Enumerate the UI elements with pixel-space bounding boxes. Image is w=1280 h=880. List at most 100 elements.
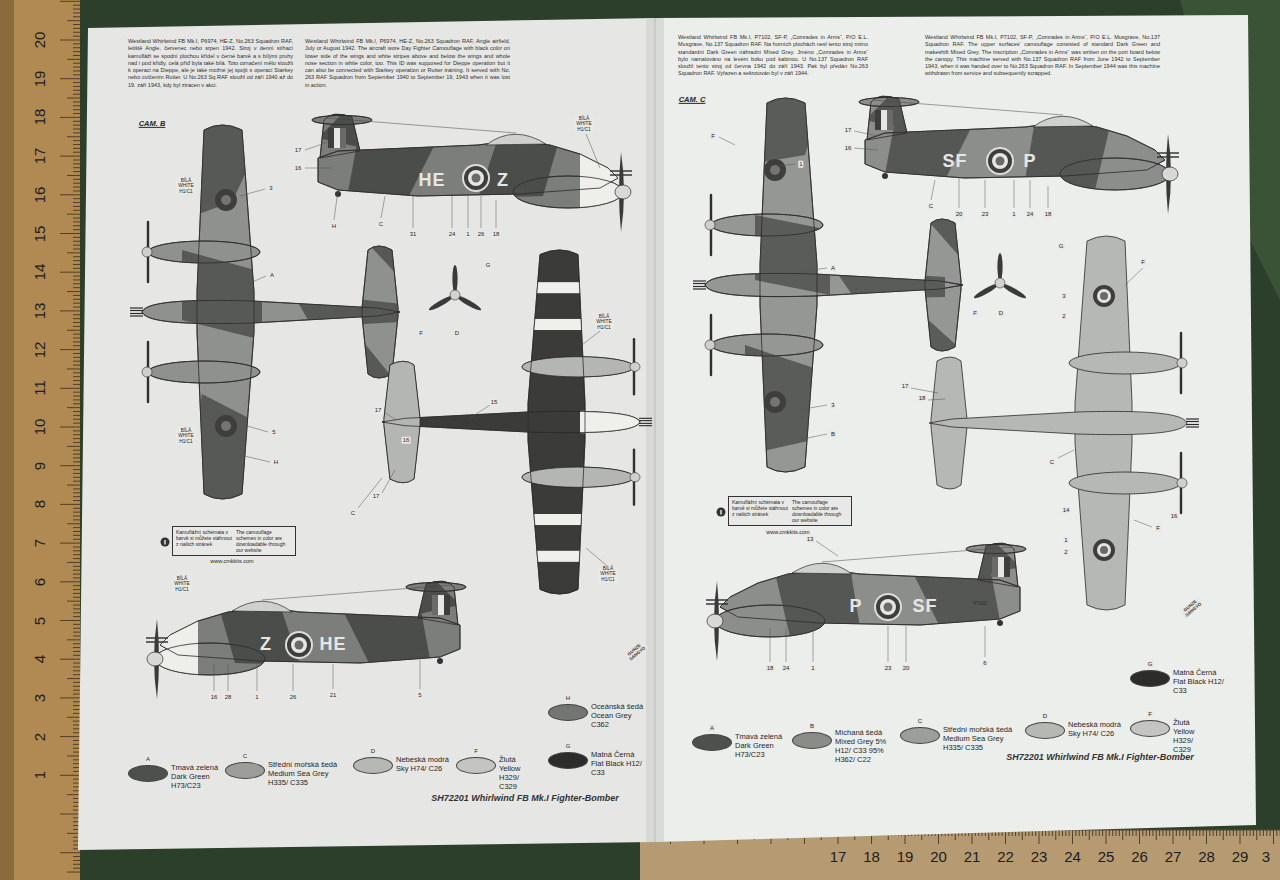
aircraft-bottom-view xyxy=(929,236,1199,610)
callout-number: 1 xyxy=(254,694,259,701)
aircraft-bottom-view xyxy=(929,236,1187,610)
ruler-tick xyxy=(60,581,80,582)
ruler-tick xyxy=(73,643,80,644)
ruler-number: 7 xyxy=(32,539,49,547)
aircraft-side-view xyxy=(873,100,1179,214)
callout-number: 15 xyxy=(490,399,499,406)
roundel xyxy=(880,599,896,615)
ruler-tick xyxy=(73,647,80,648)
ruler-tick xyxy=(73,345,80,346)
aircraft-side-view xyxy=(859,90,1179,214)
propeller-view xyxy=(450,290,460,300)
ruler-tick xyxy=(73,438,80,439)
ruler-tick xyxy=(73,612,80,613)
color-callout: BÍLÁ WHITE H1/C1 xyxy=(574,116,594,132)
ruler-tick xyxy=(73,477,80,478)
ruler-number: 10 xyxy=(32,419,49,436)
ruler-tick xyxy=(73,585,80,586)
aircraft-bottom-view xyxy=(382,250,640,594)
ruler-tick xyxy=(1106,830,1107,844)
ruler-number: 19 xyxy=(32,70,49,87)
ruler-tick xyxy=(1089,830,1090,840)
ruler-tick xyxy=(73,728,80,729)
paint-logo: GUNZE SANGYO xyxy=(624,641,648,663)
roundel xyxy=(764,391,786,413)
ruler-tick xyxy=(73,94,80,95)
callout-number: 16 xyxy=(210,694,219,701)
ruler-tick xyxy=(73,183,80,184)
leader-line xyxy=(854,131,878,136)
callout-number: 21 xyxy=(329,692,338,699)
ruler-tick xyxy=(73,628,80,629)
ruler-tick xyxy=(73,539,80,540)
callout-number: C xyxy=(378,221,384,228)
leader-line xyxy=(582,331,600,345)
aircraft-bottom-view xyxy=(382,250,652,594)
ruler-tick xyxy=(60,814,80,815)
roundel xyxy=(986,147,1014,175)
ruler-number: 17 xyxy=(830,849,847,866)
ruler-tick xyxy=(1213,830,1214,836)
ruler-number: 6 xyxy=(32,578,49,586)
leader-line xyxy=(798,268,827,272)
callout-number: 1 xyxy=(465,231,470,238)
ruler-tick xyxy=(60,775,80,776)
callout-number: G xyxy=(565,743,572,750)
leader-line xyxy=(798,434,827,440)
ruler-tick xyxy=(1039,830,1040,844)
roundel xyxy=(464,166,488,190)
ruler-tick xyxy=(73,570,80,571)
callout-number: www.cmkkits.com xyxy=(765,529,810,535)
aircraft-side-view xyxy=(706,547,1012,661)
ruler-tick xyxy=(67,136,80,137)
ruler-number: 11 xyxy=(32,381,49,397)
ruler-tick xyxy=(1139,830,1140,844)
ruler-tick xyxy=(73,732,80,733)
ruler-tick xyxy=(73,666,80,667)
ruler-tick xyxy=(73,724,80,725)
ruler-tick xyxy=(1270,830,1271,836)
leader-line xyxy=(786,628,787,662)
propeller-view xyxy=(973,253,1028,300)
ruler-tick xyxy=(73,705,80,706)
ruler-tick xyxy=(1193,830,1194,836)
ruler-tick xyxy=(73,152,80,153)
ruler-tick xyxy=(73,276,80,277)
ruler-tick xyxy=(73,260,80,261)
ruler-number: 28 xyxy=(1198,849,1215,866)
ruler-tick xyxy=(60,620,80,621)
ruler-tick xyxy=(1079,830,1080,836)
propeller-view xyxy=(973,253,1028,300)
leader-line xyxy=(384,412,396,420)
ruler-tick xyxy=(67,214,80,215)
ruler-tick xyxy=(73,12,80,13)
roundel xyxy=(1093,539,1115,561)
leader-line xyxy=(1014,180,1015,208)
ruler-number: 4 xyxy=(32,655,49,663)
callout-number: 17 xyxy=(372,493,381,500)
ruler-tick xyxy=(1129,830,1130,836)
aircraft-side-view xyxy=(146,575,466,699)
ruler-tick xyxy=(1179,830,1180,836)
ruler-tick xyxy=(73,701,80,702)
ruler-tick xyxy=(1059,830,1060,836)
ruler-tick xyxy=(67,833,80,834)
callout-number: A xyxy=(269,272,275,279)
callout-number: A xyxy=(145,756,151,763)
aircraft-side-view xyxy=(859,96,1170,190)
callout-number: C xyxy=(1049,459,1055,466)
ruler-tick xyxy=(73,608,80,609)
ruler-tick xyxy=(73,36,80,37)
ruler-tick xyxy=(73,744,80,745)
callout-number: G xyxy=(1058,243,1065,250)
ruler-tick xyxy=(73,237,80,238)
roundel xyxy=(874,593,902,621)
ruler-tick xyxy=(73,28,80,29)
ruler-tick xyxy=(73,550,80,551)
propeller-view xyxy=(428,265,483,312)
info-icon xyxy=(164,540,165,545)
callout-number: 2 xyxy=(1061,313,1066,320)
roundel xyxy=(884,603,893,612)
propeller-view xyxy=(452,265,457,293)
